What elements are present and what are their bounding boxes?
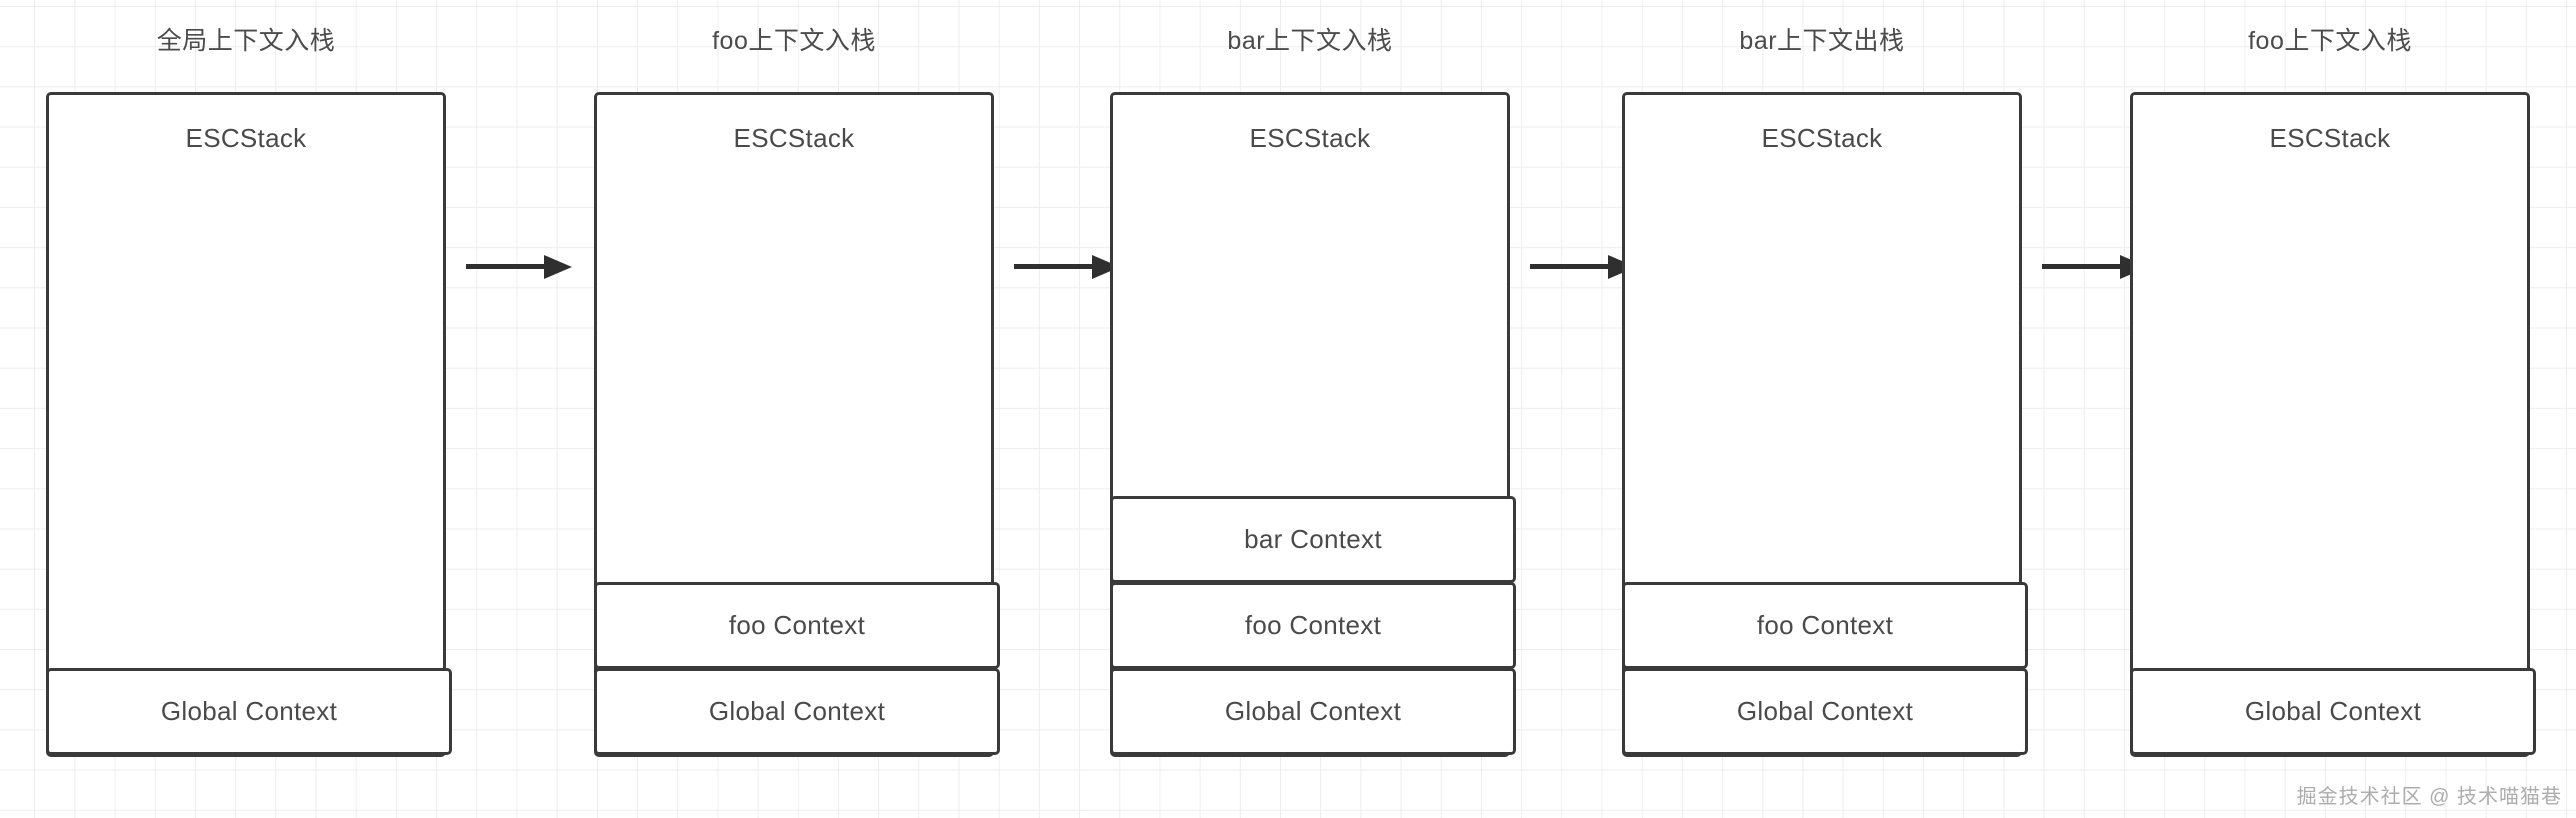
arrow-shaft [1014, 264, 1098, 269]
context-frame: bar Context [1110, 496, 1516, 583]
arrow-1-to-2 [466, 255, 576, 279]
context-frame: foo Context [1622, 582, 2028, 669]
stack-column-5: foo上下文入栈 ESCStack Global Context [2130, 0, 2536, 818]
arrow-head-icon [544, 255, 572, 279]
context-frame: Global Context [2130, 668, 2536, 755]
stack-title-2: foo上下文入栈 [712, 27, 876, 55]
escstack-box-5: ESCStack Global Context [2130, 92, 2536, 757]
frame-list-3: bar Context foo Context Global Context [1110, 496, 1516, 755]
stack-title-1: 全局上下文入栈 [156, 27, 336, 55]
context-frame: Global Context [1622, 668, 2028, 755]
frame-list-5: Global Context [2130, 668, 2536, 755]
escstack-box-4: ESCStack foo Context Global Context [1622, 92, 2028, 757]
escstack-box-2: ESCStack foo Context Global Context [594, 92, 1000, 757]
context-frame: Global Context [594, 668, 1000, 755]
stack-column-4: bar上下文出栈 ESCStack foo Context Global Con… [1622, 0, 2028, 818]
context-frame: foo Context [1110, 582, 1516, 669]
stack-column-2: foo上下文入栈 ESCStack foo Context Global Con… [594, 0, 1000, 818]
arrow-shaft [1530, 264, 1614, 269]
watermark: 掘金技术社区 @ 技术喵猫巷 [2296, 786, 2562, 808]
escstack-label-3: ESCStack [1249, 123, 1371, 153]
arrow-shaft [466, 264, 550, 269]
context-frame: Global Context [1110, 668, 1516, 755]
frame-list-4: foo Context Global Context [1622, 582, 2028, 755]
context-frame: foo Context [594, 582, 1000, 669]
stack-column-1: 全局上下文入栈 ESCStack Global Context [46, 0, 452, 818]
escstack-label-2: ESCStack [733, 123, 855, 153]
frame-list-2: foo Context Global Context [594, 582, 1000, 755]
escstack-label-5: ESCStack [2269, 123, 2391, 153]
arrow-2-to-3 [1014, 255, 1124, 279]
context-frame: Global Context [46, 668, 452, 755]
stack-column-3: bar上下文入栈 ESCStack bar Context foo Contex… [1110, 0, 1516, 818]
frame-list-1: Global Context [46, 668, 452, 755]
escstack-label-1: ESCStack [185, 123, 307, 153]
stack-title-5: foo上下文入栈 [2248, 27, 2412, 55]
escstack-label-4: ESCStack [1761, 123, 1883, 153]
stack-title-3: bar上下文入栈 [1227, 27, 1393, 55]
escstack-box-1: ESCStack Global Context [46, 92, 452, 757]
arrow-shaft [2042, 264, 2126, 269]
stack-title-4: bar上下文出栈 [1739, 27, 1905, 55]
escstack-box-3: ESCStack bar Context foo Context Global … [1110, 92, 1516, 757]
